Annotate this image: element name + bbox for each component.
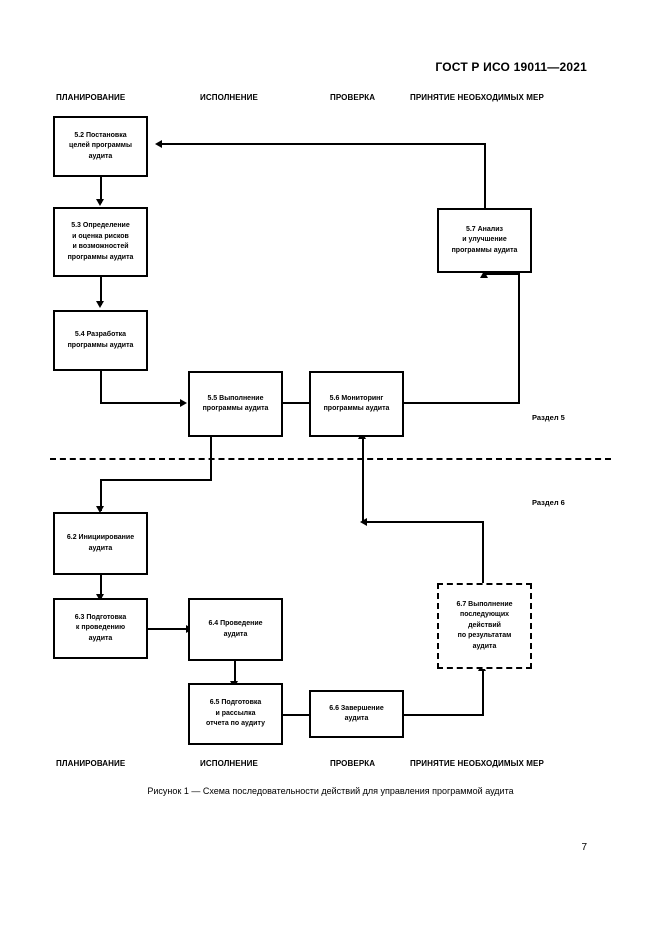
node-5-2-line-2: целей программы xyxy=(69,142,132,150)
node-6-3[interactable]: 6.3 Подготовка к проведению аудита xyxy=(53,598,148,659)
node-6-4-line-2: аудита xyxy=(223,630,248,638)
arrowhead-54-55 xyxy=(180,399,187,407)
arrowhead-56-57 xyxy=(480,271,488,278)
connector-67-56-vertical xyxy=(482,521,484,583)
node-5-5[interactable]: 5.5 Выполнение программы аудита xyxy=(188,371,283,437)
column-header-act-top: ПРИНЯТИЕ НЕОБХОДИМЫХ МЕР xyxy=(410,93,544,102)
connector-54-55-vertical xyxy=(100,371,102,404)
node-6-4-line-1: 6.4 Проведение xyxy=(208,620,263,627)
connector-52-53 xyxy=(100,177,102,203)
column-header-planning-top: ПЛАНИРОВАНИЕ xyxy=(56,93,126,102)
node-5-3[interactable]: 5.3 Определение и оценка рисков и возмож… xyxy=(53,207,148,277)
node-5-4-line-2: программы аудита xyxy=(67,341,134,349)
connector-62-63 xyxy=(100,575,102,599)
connector-53-54 xyxy=(100,277,102,305)
node-6-7-line-3: действий xyxy=(468,621,501,629)
node-5-7[interactable]: 5.7 Анализ и улучшение программы аудита xyxy=(437,208,532,273)
node-5-4[interactable]: 5.4 Разработка программы аудита xyxy=(53,310,148,371)
connector-67-56-vertical-upper xyxy=(362,437,364,523)
node-6-7-line-4: по результатам xyxy=(457,632,512,640)
node-5-7-line-1: 5.7 Анализ xyxy=(465,225,504,233)
node-6-2[interactable]: 6.2 Инициирование аудита xyxy=(53,512,148,575)
column-header-execution-top: ИСПОЛНЕНИЕ xyxy=(200,93,258,102)
connector-55-56 xyxy=(283,402,316,404)
connector-65-66 xyxy=(283,714,316,716)
node-5-7-line-2: и улучшение xyxy=(462,236,507,244)
section-label-6: Раздел 6 xyxy=(532,498,565,507)
section-label-5: Раздел 5 xyxy=(532,413,565,422)
node-5-7-line-3: программы аудита xyxy=(451,246,518,254)
node-5-6[interactable]: 5.6 Мониторинг программы аудита xyxy=(309,371,404,437)
connector-66-67-horizontal xyxy=(404,714,484,716)
node-6-7[interactable]: 6.7 Выполнение последующих действий по р… xyxy=(437,583,532,669)
arrowhead-67-56-left xyxy=(360,518,367,526)
node-5-2-line-1: 5.2 Постановка xyxy=(74,131,127,139)
connector-67-56-horizontal xyxy=(364,521,484,523)
node-5-3-line-3: и возможностей xyxy=(72,243,129,250)
node-6-3-line-3: аудита xyxy=(88,634,113,642)
connector-55-62-vertical-upper xyxy=(210,437,212,481)
node-6-6[interactable]: 6.6 Завершение аудита xyxy=(309,690,404,738)
node-6-5-line-1: 6.5 Подготовка xyxy=(209,699,262,707)
column-header-act-bottom: ПРИНЯТИЕ НЕОБХОДИМЫХ МЕР xyxy=(410,759,544,768)
node-5-6-line-2: программы аудита xyxy=(323,405,390,412)
node-5-6-line-1: 5.6 Мониторинг xyxy=(329,394,384,402)
node-6-6-line-2: аудита xyxy=(344,715,369,722)
connector-63-64 xyxy=(148,628,192,630)
connector-55-62-horizontal xyxy=(100,479,212,481)
figure-caption: Рисунок 1 — Схема последовательности дей… xyxy=(147,786,514,796)
node-5-4-line-1: 5.4 Разработка xyxy=(74,331,127,338)
connector-57-52-vertical xyxy=(484,143,486,208)
arrowhead-55-62 xyxy=(96,506,104,513)
node-6-3-line-2: к проведению xyxy=(75,624,126,632)
connector-64-65 xyxy=(234,661,236,686)
connector-54-55-horizontal xyxy=(100,402,185,404)
connector-57-inlet xyxy=(484,273,520,275)
connector-55-62-vertical-lower xyxy=(100,479,102,511)
node-6-4[interactable]: 6.4 Проведение аудита xyxy=(188,598,283,661)
node-6-5-line-3: отчета по аудиту xyxy=(206,720,265,728)
node-6-2-line-2: аудита xyxy=(88,544,113,552)
node-5-2[interactable]: 5.2 Постановка целей программы аудита xyxy=(53,116,148,177)
node-6-7-line-2: последующих xyxy=(459,611,510,619)
arrowhead-57-52 xyxy=(155,140,162,148)
node-5-3-line-1: 5.3 Определение xyxy=(71,222,130,229)
node-5-5-line-1: 5.5 Выполнение xyxy=(207,394,264,402)
column-header-check-top: ПРОВЕРКА xyxy=(330,93,376,102)
connector-56-57-horizontal xyxy=(404,402,520,404)
page-number: 7 xyxy=(581,842,587,853)
arrowhead-52-53 xyxy=(96,199,104,206)
arrowhead-53-54 xyxy=(96,301,104,308)
node-5-2-line-3: аудита xyxy=(88,152,113,160)
section-divider xyxy=(50,458,611,460)
node-6-7-line-5: аудита xyxy=(472,642,497,650)
document-header: ГОСТ Р ИСО 19011—2021 xyxy=(435,60,587,74)
node-6-5-line-2: и рассылка xyxy=(215,709,256,717)
connector-66-67-vertical xyxy=(482,669,484,716)
node-5-3-line-4: программы аудита xyxy=(67,253,134,261)
column-header-planning-bottom: ПЛАНИРОВАНИЕ xyxy=(56,759,126,768)
node-6-5[interactable]: 6.5 Подготовка и рассылка отчета по ауди… xyxy=(188,683,283,745)
column-header-execution-bottom: ИСПОЛНЕНИЕ xyxy=(200,759,258,768)
node-6-3-line-1: 6.3 Подготовка xyxy=(74,613,127,621)
arrowhead-62-63 xyxy=(96,594,104,601)
node-6-2-line-1: 6.2 Инициирование xyxy=(66,534,135,541)
node-6-6-line-1: 6.6 Завершение xyxy=(329,704,384,712)
connector-56-57-vertical xyxy=(518,273,520,404)
column-header-check-bottom: ПРОВЕРКА xyxy=(330,759,376,768)
node-6-7-line-1: 6.7 Выполнение xyxy=(456,600,513,608)
node-5-5-line-2: программы аудита xyxy=(202,405,269,412)
node-5-3-line-2: и оценка рисков xyxy=(72,232,129,240)
connector-57-52-horizontal xyxy=(160,143,486,145)
